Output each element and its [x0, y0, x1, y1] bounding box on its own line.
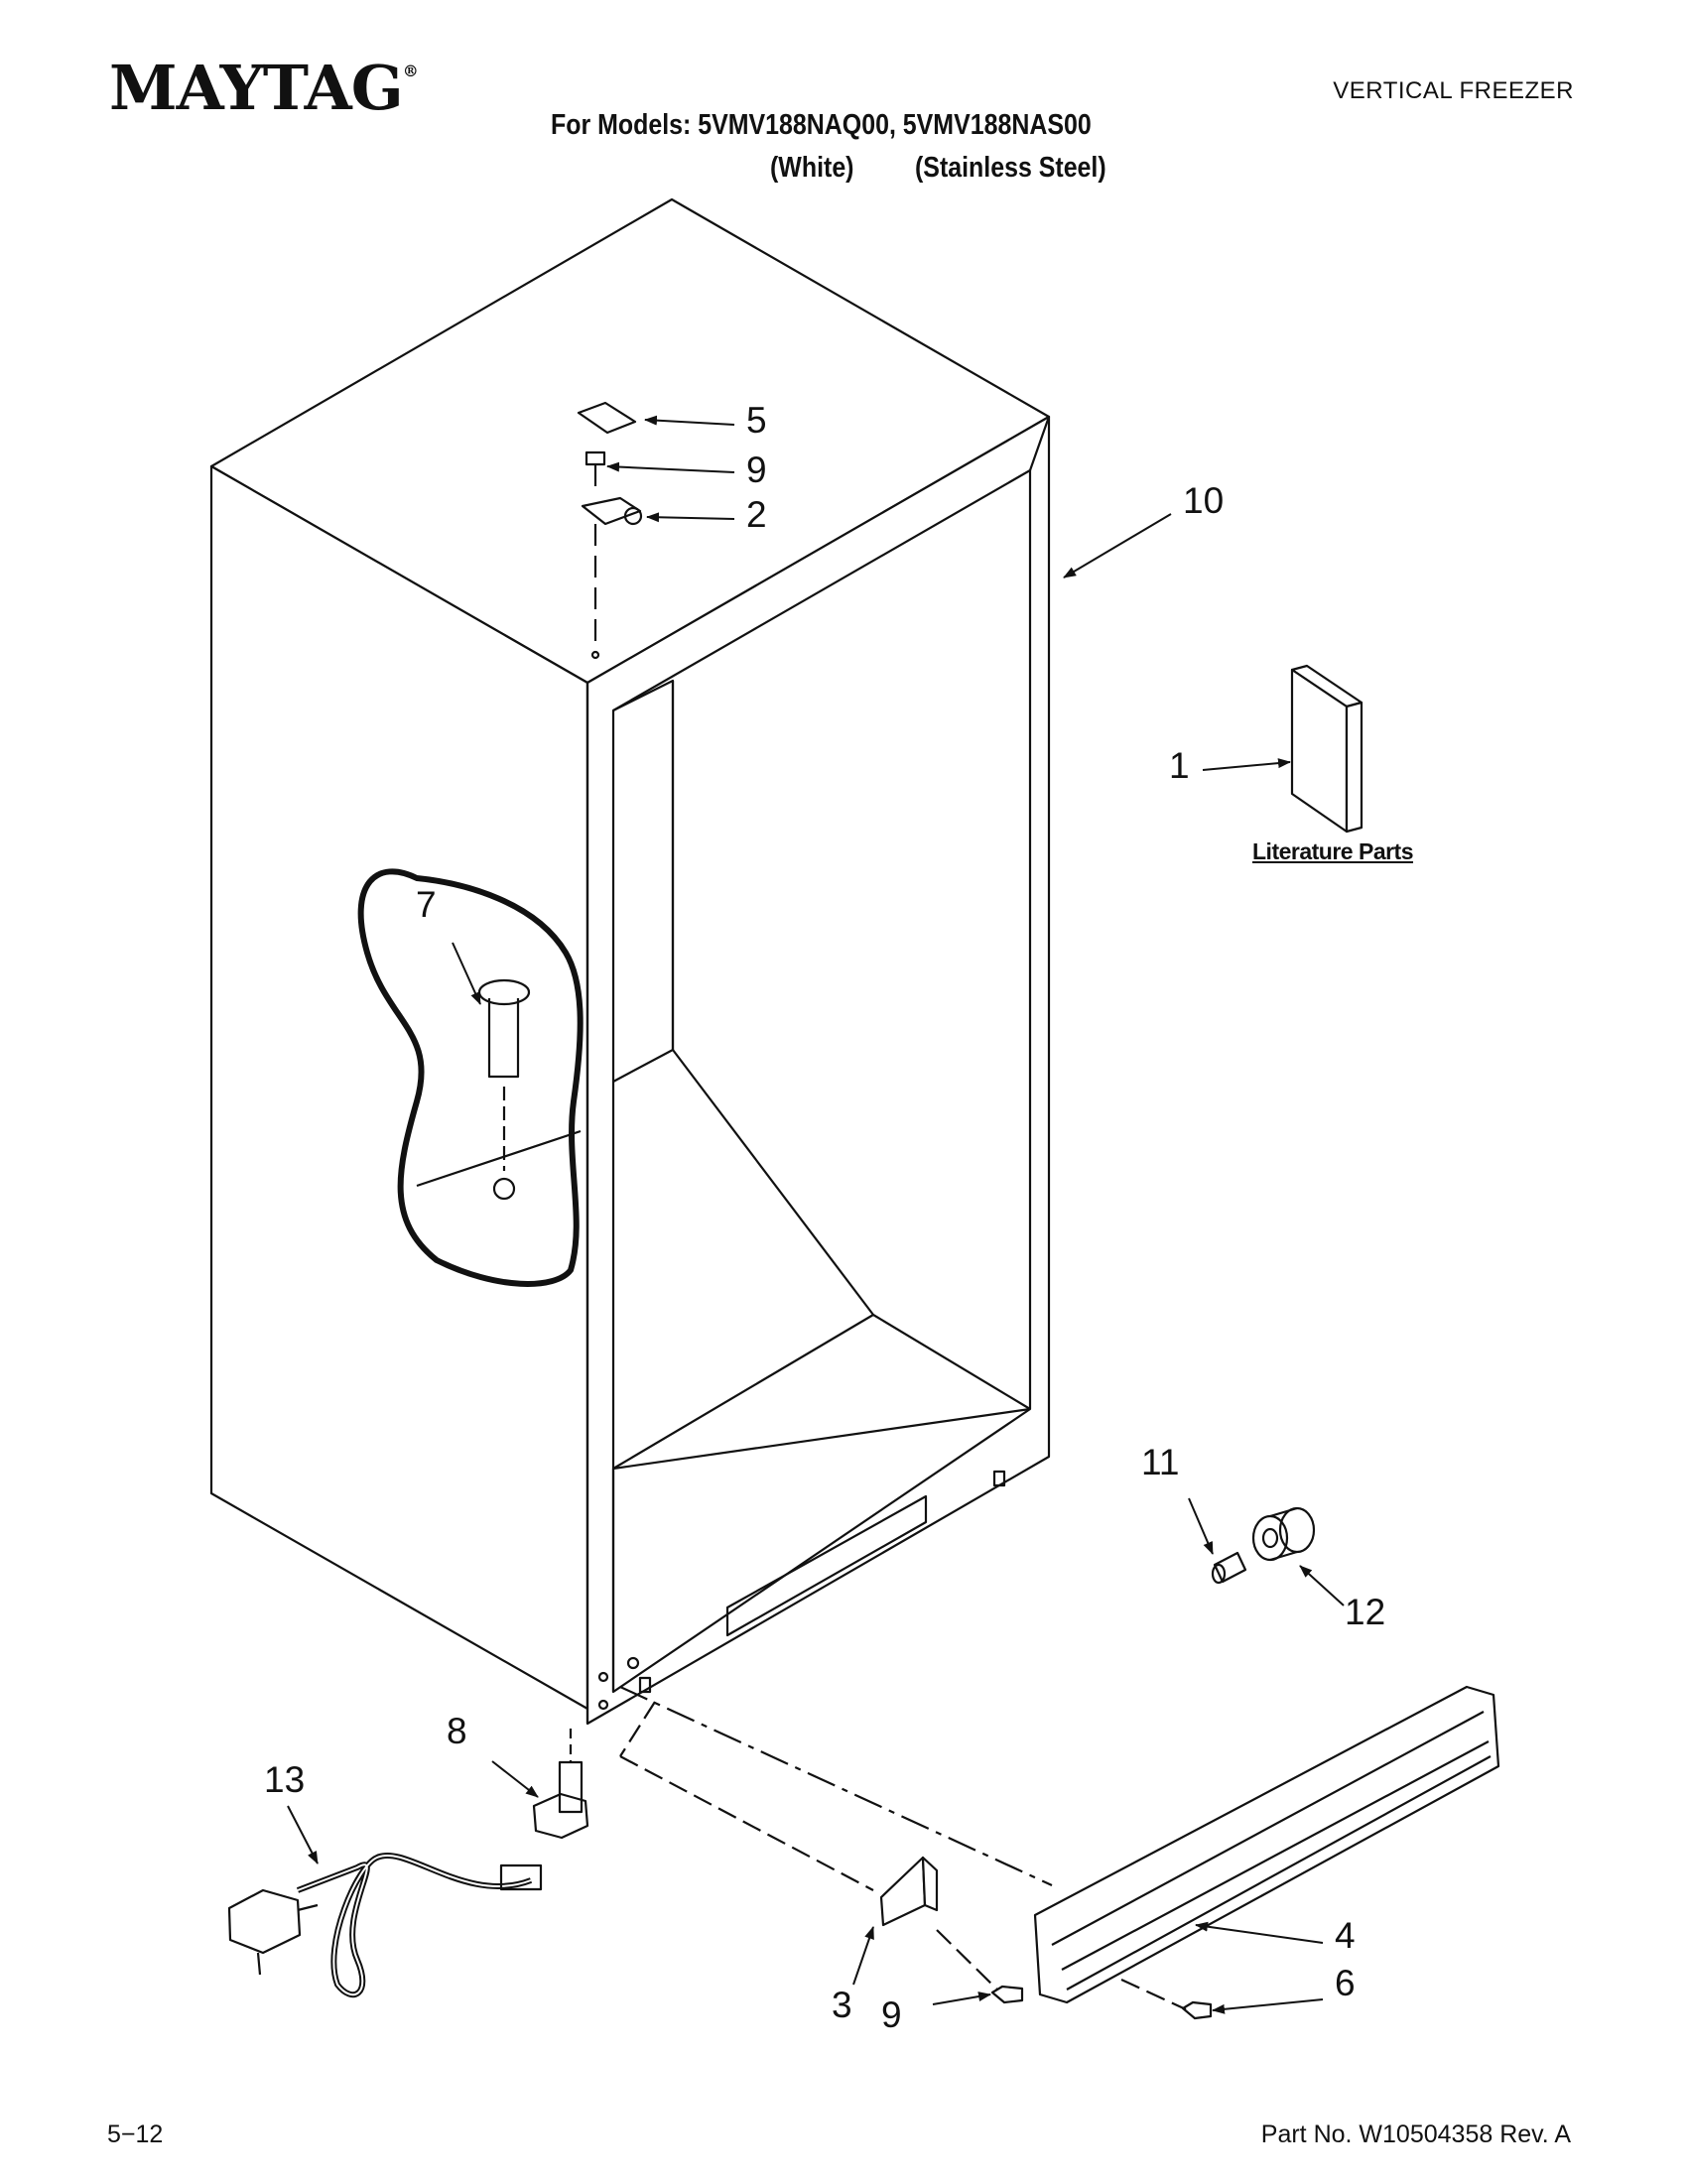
callout-5: 5 [746, 400, 767, 441]
spacer-parts [1211, 1506, 1316, 1585]
trademark-symbol: ® [402, 62, 419, 80]
callout-1: 1 [1169, 745, 1190, 786]
callout-6: 6 [1335, 1963, 1356, 2003]
callout-12: 12 [1345, 1592, 1386, 1632]
document-type: VERTICAL FREEZER [1333, 77, 1574, 104]
callout-11: 11 [1141, 1442, 1180, 1482]
cutaway-drain-section [357, 868, 584, 1287]
top-hinge-parts [577, 401, 643, 660]
callout-13: 13 [264, 1759, 306, 1800]
callout-9-top: 9 [746, 450, 767, 490]
callout-10: 10 [1183, 480, 1225, 521]
callout-3: 3 [832, 1985, 852, 2025]
callout-2: 2 [746, 494, 767, 535]
kickplate-assembly [619, 1685, 1500, 2020]
brand-name: MAYTAG [109, 52, 404, 124]
callout-7: 7 [416, 884, 437, 925]
models-line: For Models: 5VMV188NAQ00, 5VMV188NAS00 [551, 109, 1092, 141]
leveling-leg [532, 1729, 589, 1840]
cabinet [209, 197, 1051, 1726]
callout-4: 4 [1335, 1915, 1356, 1956]
variant-white: (White) [770, 152, 854, 184]
literature-parts-label: Literature Parts [1252, 838, 1414, 864]
callout-9-bottom: 9 [881, 1994, 902, 2035]
part-number: Part No. W10504358 Rev. A [1260, 2120, 1571, 2148]
leader-arrows [287, 415, 1345, 2014]
literature-book [1290, 664, 1363, 834]
brand-logo: MAYTAG® [109, 52, 419, 124]
power-cord [227, 1853, 543, 1998]
page-number: 5−12 [107, 2120, 164, 2148]
callout-8: 8 [447, 1711, 467, 1751]
variant-stainless: (Stainless Steel) [915, 152, 1106, 184]
